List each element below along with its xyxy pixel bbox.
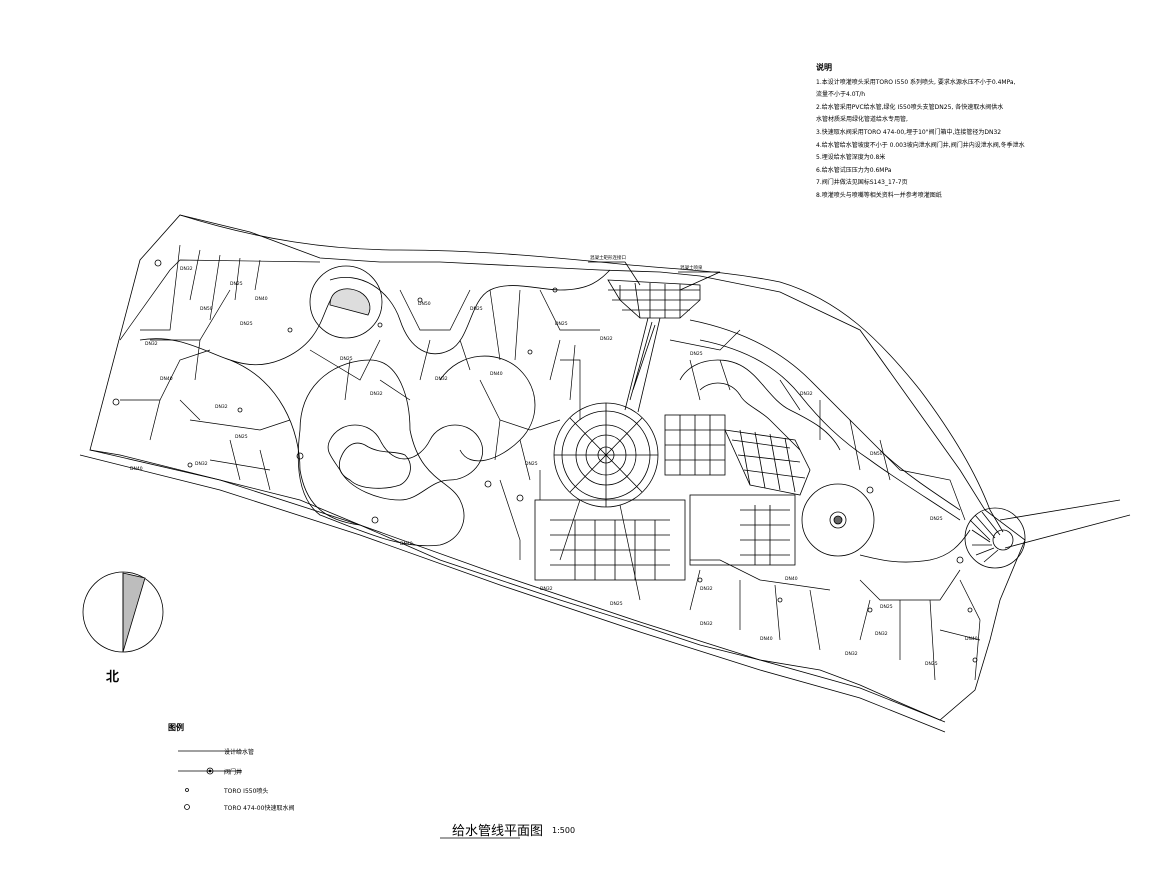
callout-leader-1 xyxy=(588,261,641,286)
road-edge-bottom xyxy=(89,449,946,723)
path-central-loop xyxy=(297,359,465,547)
pipe-label: DN32 xyxy=(435,376,448,382)
pipe-label: DN32 xyxy=(215,404,228,410)
path-west-loop xyxy=(139,289,361,526)
pipe-label: DN25 xyxy=(610,601,623,607)
legend-valve-symbol xyxy=(206,767,214,775)
legend-sprinkler-symbol xyxy=(185,788,189,792)
callout-text-1: 混凝土矩形连接口 xyxy=(590,254,626,261)
path-central-loop-2 xyxy=(327,424,483,501)
pipe-label: DN40 xyxy=(255,296,268,302)
callout-leader-2 xyxy=(678,271,721,291)
note-line: 4.给水管给水管坡度不小于 0.003坡向泄水阀门井,阀门井内设泄水阀,冬季泄水 xyxy=(816,141,1025,149)
callout-text-2: 混凝土喷泉 xyxy=(680,264,703,271)
pipe-label: DN32 xyxy=(540,586,553,592)
path-north xyxy=(329,269,611,355)
legend-label: TORO 474-00快速取水阀 xyxy=(224,805,295,812)
legend-item-sprinkler: TORO I550喷头 xyxy=(168,786,268,798)
pipe-label: DN50 xyxy=(870,451,883,457)
legend-label: TORO I550喷头 xyxy=(224,788,269,795)
legend-item-quick-valve: TORO 474-00快速取水阀 xyxy=(168,803,294,815)
site-boundary xyxy=(89,214,1026,721)
note-line: 流量不小于4.0T/h xyxy=(816,91,866,99)
pipe-label: DN32 xyxy=(370,391,383,397)
note-line: 6.给水管试压压力为0.6MPa xyxy=(816,166,892,174)
pipe-label: DN32 xyxy=(145,341,158,347)
pipe-label: DN32 xyxy=(700,586,713,592)
pipe-label: DN40 xyxy=(785,576,798,582)
pipe-label: DN32 xyxy=(875,631,888,637)
plan-scale: 1:500 xyxy=(552,826,576,835)
pipe-label: DN25 xyxy=(925,661,938,667)
pipe-label: DN40 xyxy=(965,636,978,642)
pipe-label: DN32 xyxy=(845,651,858,657)
plan-title: 给水管线平面图 xyxy=(452,824,544,839)
pipe-label: DN32 xyxy=(195,461,208,467)
legend-label: 阀门井 xyxy=(224,769,243,776)
path-east-loop xyxy=(679,359,841,451)
notes-title: 说明 xyxy=(816,63,832,72)
north-label: 北 xyxy=(106,670,120,685)
east-road xyxy=(999,499,1131,549)
pipe-label: DN32 xyxy=(600,336,613,342)
pipe-label: DN32 xyxy=(800,391,813,397)
pipe-label: DN25 xyxy=(240,321,253,327)
pipe-label: DN25 xyxy=(235,434,248,440)
pipe-label: DN25 xyxy=(555,321,568,327)
pipe-label: DN40 xyxy=(400,541,413,547)
east-pavilion xyxy=(964,507,1026,569)
east-tiles-area xyxy=(724,429,811,496)
note-line: 7.阀门井做法见国标S143_17-7页 xyxy=(816,179,908,187)
west-circle-hatch xyxy=(329,288,371,316)
pipe-label: DN40 xyxy=(160,376,173,382)
pipe-label: DN25 xyxy=(930,516,943,522)
pipe-label: DN25 xyxy=(470,306,483,312)
west-circle-plaza xyxy=(309,265,383,339)
legend-quick-valve-symbol xyxy=(184,804,190,810)
north-arrow xyxy=(82,571,164,653)
path-mid xyxy=(439,355,536,462)
note-line: 5.埋设给水管深度为0.8米 xyxy=(816,154,886,162)
pipe-label: DN40 xyxy=(490,371,503,377)
pipe-label: DN25 xyxy=(880,604,893,610)
pipe-label: DN32 xyxy=(180,266,193,272)
valve-markers xyxy=(112,259,978,663)
pipe-label: DN25 xyxy=(525,461,538,467)
legend: 图例 设计给水管 阀门井 TORO I550喷头 TORO 474-00快速取水… xyxy=(168,722,368,812)
note-line: 1.本设计喷灌喷头采用TORO I550 系列喷头, 要求水源水压不小于0.4M… xyxy=(816,78,1016,86)
pipe-label: DN50 xyxy=(200,306,213,312)
pipe-network xyxy=(119,244,981,681)
pipe-label: DN25 xyxy=(230,281,243,287)
south-grid-paving xyxy=(534,414,796,581)
east-fountain-circle xyxy=(801,483,875,557)
pipe-label: DN25 xyxy=(690,351,703,357)
path-south-east xyxy=(859,529,971,563)
pipe-label: DN50 xyxy=(418,301,431,307)
note-line: 水管材质采用绿化管道给水专用管, xyxy=(816,116,908,124)
legend-item-pipe: 设计给水管 xyxy=(168,747,254,759)
note-line: 2.给水管采用PVC给水管,绿化 I550喷头支管DN25, 各快速取水阀供水 xyxy=(816,103,1004,111)
central-round-plaza xyxy=(553,402,659,508)
pipe-label: DN40 xyxy=(130,466,143,472)
road-edge-outer xyxy=(79,454,946,733)
pipe-label: DN40 xyxy=(760,636,773,642)
legend-item-valve: 阀门井 xyxy=(168,767,242,779)
legend-title: 图例 xyxy=(168,723,184,732)
note-line: 8.喷灌喷头与喷嘴等相关资料一并参考喷灌图纸 xyxy=(816,191,942,199)
pipe-size-labels: DN32 DN25 DN40 DN50 DN32 DN25 DN40 DN32 … xyxy=(130,266,978,667)
note-line: 3.快速取水阀采用TORO 474-00,埋于10"阀门箱中,连接管径为DN32 xyxy=(816,128,1002,136)
pipe-label: DN25 xyxy=(340,356,353,362)
design-notes: 说明 1.本设计喷灌喷头采用TORO I550 系列喷头, 要求水源水压不小于0… xyxy=(816,62,1146,203)
pipe-label: DN32 xyxy=(700,621,713,627)
central-boardwalk xyxy=(624,317,661,413)
road-edge-top xyxy=(179,214,991,511)
legend-label: 设计给水管 xyxy=(224,749,255,756)
path-pond xyxy=(338,442,411,489)
north-grid-plaza xyxy=(607,279,701,319)
path-east-long xyxy=(689,319,961,521)
